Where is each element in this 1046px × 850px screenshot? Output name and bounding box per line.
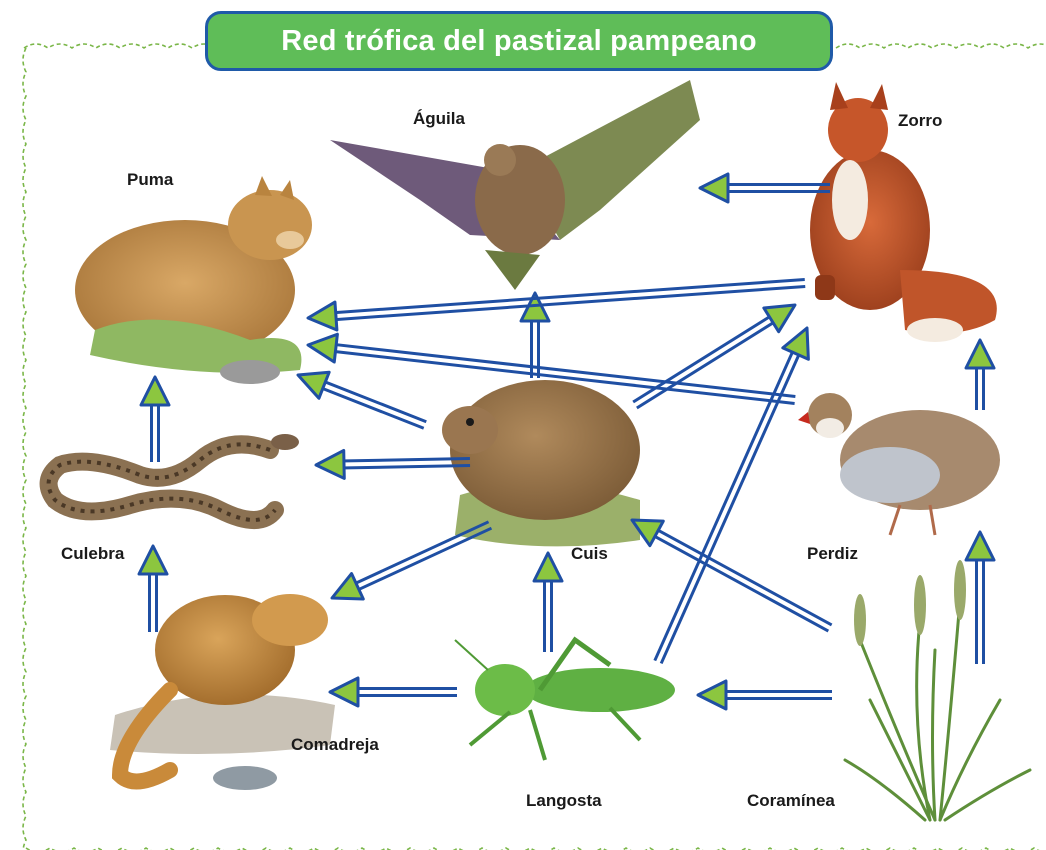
arrow-head bbox=[698, 681, 726, 709]
organism-cuis-illustration bbox=[442, 380, 640, 546]
label-langosta: Langosta bbox=[526, 791, 602, 811]
organism-graminea-illustration bbox=[845, 560, 1030, 820]
organism-puma-illustration bbox=[75, 176, 312, 384]
arrow-shaft-line bbox=[331, 280, 804, 313]
label-aguila: Águila bbox=[413, 109, 465, 129]
arrow-head bbox=[308, 334, 337, 362]
organism-comadreja-illustration bbox=[110, 594, 335, 790]
arrow-langosta-zorro bbox=[655, 328, 809, 663]
arrow-head bbox=[141, 377, 169, 405]
diagram-title: Red trófica del pastizal pampeano bbox=[281, 25, 757, 58]
arrow-head bbox=[298, 372, 329, 398]
arrow-head bbox=[966, 340, 994, 368]
label-comadreja: Comadreja bbox=[291, 735, 379, 755]
label-graminea: Coramínea bbox=[747, 791, 835, 811]
organism-culebra-illustration bbox=[49, 434, 299, 520]
arrow-langosta-cuis bbox=[534, 553, 562, 652]
arrow-head bbox=[966, 532, 994, 560]
arrow-shaft-line bbox=[651, 534, 828, 631]
arrow-perdiz-zorro bbox=[966, 340, 994, 410]
arrow-shaft-line bbox=[340, 465, 470, 468]
title-banner: Red trófica del pastizal pampeano bbox=[205, 11, 833, 71]
arrow-shaft-line bbox=[352, 522, 488, 585]
label-zorro: Zorro bbox=[898, 111, 942, 131]
arrow-shaft-line bbox=[633, 315, 773, 402]
organism-langosta-illustration bbox=[455, 640, 675, 760]
organism-aguila-illustration bbox=[330, 80, 700, 290]
arrow-comadreja-culebra bbox=[139, 546, 167, 632]
arrow-graminea-langosta bbox=[698, 681, 832, 709]
arrow-shaft-line bbox=[321, 380, 426, 421]
arrow-shaft-line bbox=[655, 528, 832, 625]
arrow-shaft-line bbox=[340, 459, 470, 462]
label-cuis: Cuis bbox=[571, 544, 608, 564]
arrow-shaft-line bbox=[661, 351, 800, 663]
arrow-culebra-puma bbox=[141, 377, 169, 462]
arrow-langosta-comadreja bbox=[330, 678, 457, 706]
arrow-head bbox=[330, 678, 358, 706]
arrow-head bbox=[783, 328, 809, 359]
arrow-head bbox=[332, 574, 363, 599]
arrow-zorro-aguila bbox=[700, 174, 830, 202]
arrow-shaft-line bbox=[355, 528, 491, 591]
arrow-head bbox=[139, 546, 167, 574]
label-puma: Puma bbox=[127, 170, 173, 190]
arrow-head bbox=[308, 302, 337, 330]
arrow-graminea-cuis bbox=[632, 520, 832, 631]
arrow-head bbox=[700, 174, 728, 202]
arrow-head bbox=[534, 553, 562, 581]
arrow-cuis-culebra bbox=[316, 450, 470, 478]
organism-perdiz-illustration bbox=[798, 393, 1000, 535]
arrow-graminea-perdiz bbox=[966, 532, 994, 664]
label-culebra: Culebra bbox=[61, 544, 124, 564]
arrow-zorro-puma bbox=[308, 280, 805, 330]
label-perdiz: Perdiz bbox=[807, 544, 858, 564]
arrow-head bbox=[316, 450, 344, 478]
arrow-shaft-line bbox=[332, 286, 805, 319]
arrow-shaft-line bbox=[319, 387, 424, 428]
arrow-cuis-puma bbox=[298, 372, 426, 428]
